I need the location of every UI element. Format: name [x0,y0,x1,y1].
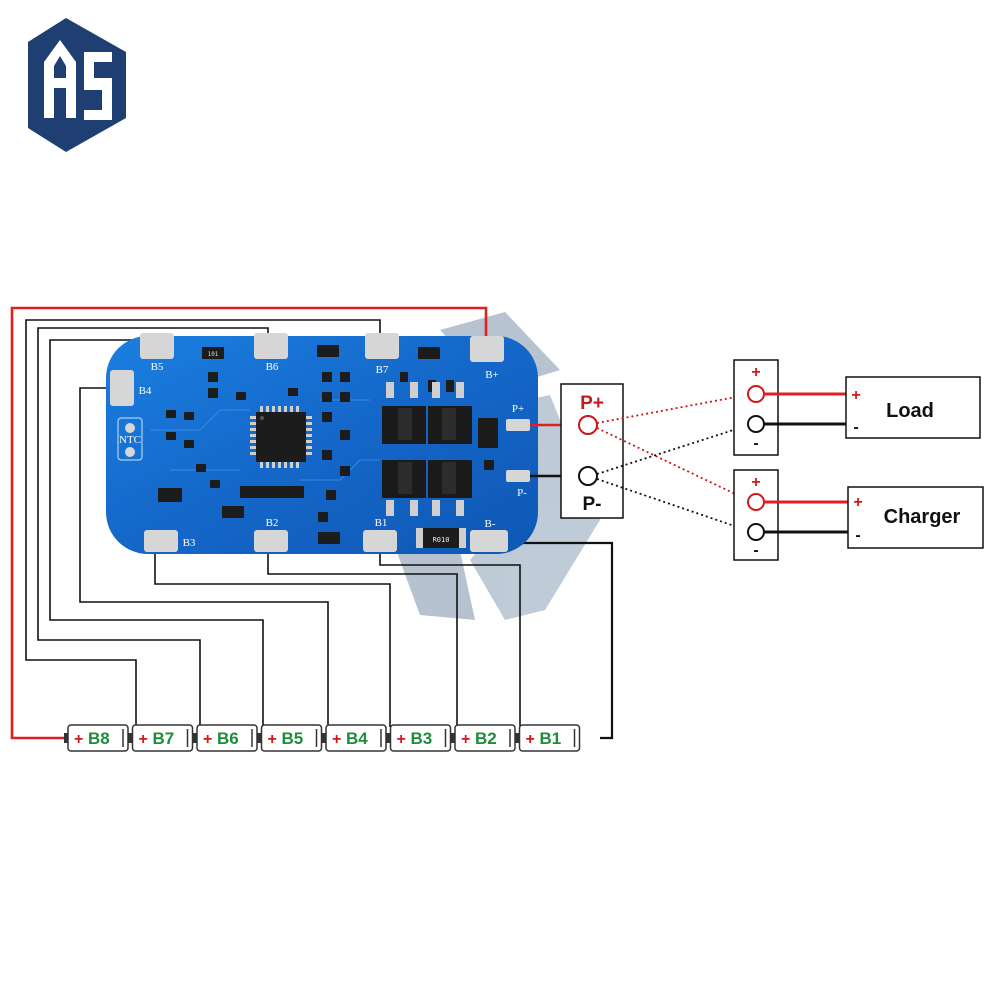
board-p-plus-pad [506,419,530,431]
cell-label-b4: B4 [346,729,368,748]
cell-plus-sign: + [397,731,406,748]
pad-label-b6: B6 [266,361,279,373]
load-box-minus: - [853,419,858,436]
smd-components [158,345,498,544]
charger-connector-plus: + [751,474,760,491]
resistor-label: 101 [208,351,219,358]
load-label: Load [886,400,934,422]
logo-text: HS [0,0,2,1]
pad-label-b-plus: B+ [485,369,499,381]
charger-connector-minus: - [753,542,758,559]
wire-b3 [154,548,391,727]
pad-b6 [254,333,288,359]
battery-cell-b4: + B4 [322,724,387,752]
cell-label-b8: B8 [88,729,110,748]
shunt-label: R010 [433,536,450,544]
wire-b7 [25,319,381,727]
battery-cell-b2: + B2 [451,724,516,752]
load-connector-plus: + [751,364,760,381]
dotted-links [596,393,753,533]
balance-wires [25,319,614,740]
pad-label-b1: B1 [375,517,388,529]
cell-plus-sign: + [74,731,83,748]
bms-board: B5 B6 B7 B+ B4 NTC B3 B2 B1 B- P+ [106,333,538,554]
charger-label: Charger [884,506,961,528]
ntc-connector: NTC [117,417,143,461]
mosfets [382,382,472,516]
wire-b-minus [490,541,614,740]
wire-b-plus [10,306,488,740]
battery-cell-b1: + B1 [515,724,581,752]
load-box: + - Load [845,376,981,439]
charger-box: + - Charger [847,486,984,549]
load-box-plus: + [851,387,860,404]
output-terminal-box: P+ P- [560,383,624,519]
terminal-p-minus-label: P- [583,494,602,515]
wire-b1 [379,548,521,727]
pads-top: B5 B6 B7 B+ [140,333,504,381]
cell-label-b1: B1 [540,729,562,748]
cell-plus-sign: + [268,731,277,748]
wire-b6 [37,327,269,727]
pad-b7 [365,333,399,359]
charger-connector: + - [733,469,779,561]
pad-label-b4: B4 [139,385,152,397]
pads-bottom: B3 B2 B1 B- [144,517,508,552]
cell-label-b6: B6 [217,729,239,748]
cell-label-b3: B3 [411,729,433,748]
pad-label-b-minus: B- [485,518,496,530]
pad-b5 [140,333,174,359]
pad-b1 [363,530,397,552]
pad-label-b2: B2 [266,517,279,529]
brand-logo: HS [0,0,126,152]
cell-label-b5: B5 [282,729,304,748]
pad-label-b7: B7 [376,364,389,376]
terminal-p-plus-post [578,415,598,435]
terminal-p-minus-post [578,466,598,486]
cell-label-b7: B7 [153,729,175,748]
cell-plus-sign: + [203,731,212,748]
board-p-minus-pad [506,470,530,482]
battery-cell-b7: + B7 [128,724,194,752]
cell-label-b2: B2 [475,729,497,748]
load-connector-minus: - [753,435,758,452]
shunt-resistor: R010 [416,528,466,548]
board-label-p-minus: P- [517,487,527,499]
pad-b2 [254,530,288,552]
cell-plus-sign: + [332,731,341,748]
pad-b-minus [470,530,508,552]
battery-cell-b3: + B3 [386,724,452,752]
pad-label-b3: B3 [183,537,196,549]
pad-b3 [144,530,178,552]
cell-plus-sign: + [139,731,148,748]
pad-b4 [110,370,134,406]
wire-b4 [79,387,329,727]
battery-cell-b6: + B6 [193,724,258,752]
cell-plus-sign: + [526,731,535,748]
battery-cell-b5: + B5 [257,724,323,752]
charger-box-minus: - [855,527,860,544]
load-connector: + - [733,359,779,456]
board-label-p-plus: P+ [512,403,524,415]
pad-b-plus [470,336,504,362]
charger-box-plus: + [853,494,862,511]
pad-label-b5: B5 [151,361,164,373]
wire-b2 [267,548,458,727]
cell-plus-sign: + [461,731,470,748]
bms-ic-chip [250,406,312,468]
ntc-label: NTC [119,434,141,446]
battery-cell-b8: + B8 [64,724,129,752]
battery-cells: + B8 + B7 + B6 + B5 + B4 + B3 + B2 + B1 [64,724,581,752]
terminal-p-plus-label: P+ [580,393,604,414]
